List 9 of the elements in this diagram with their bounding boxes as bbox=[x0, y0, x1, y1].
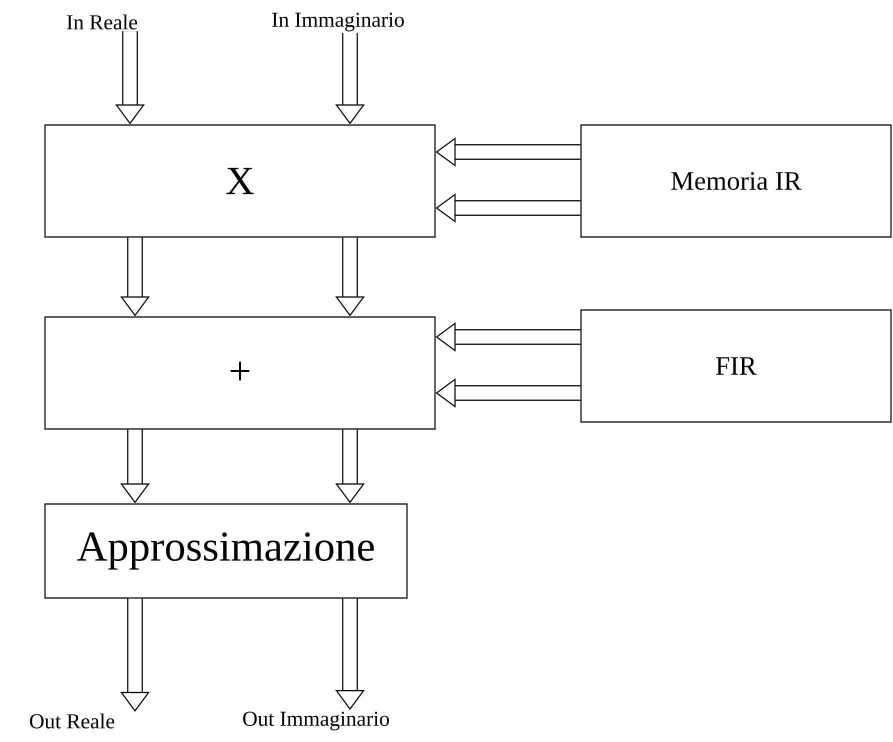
process-box: X bbox=[44, 124, 436, 238]
process-box: Approssimazione bbox=[44, 503, 408, 599]
memory-box: FIR bbox=[580, 309, 892, 423]
process-box: + bbox=[44, 316, 436, 430]
output-label: Out Reale bbox=[30, 713, 114, 728]
input-label: In Reale bbox=[66, 14, 138, 30]
input-label: In Immaginario bbox=[272, 12, 404, 32]
memory-box: Memoria IR bbox=[580, 124, 892, 238]
output-label: Out Immaginario bbox=[243, 712, 389, 730]
